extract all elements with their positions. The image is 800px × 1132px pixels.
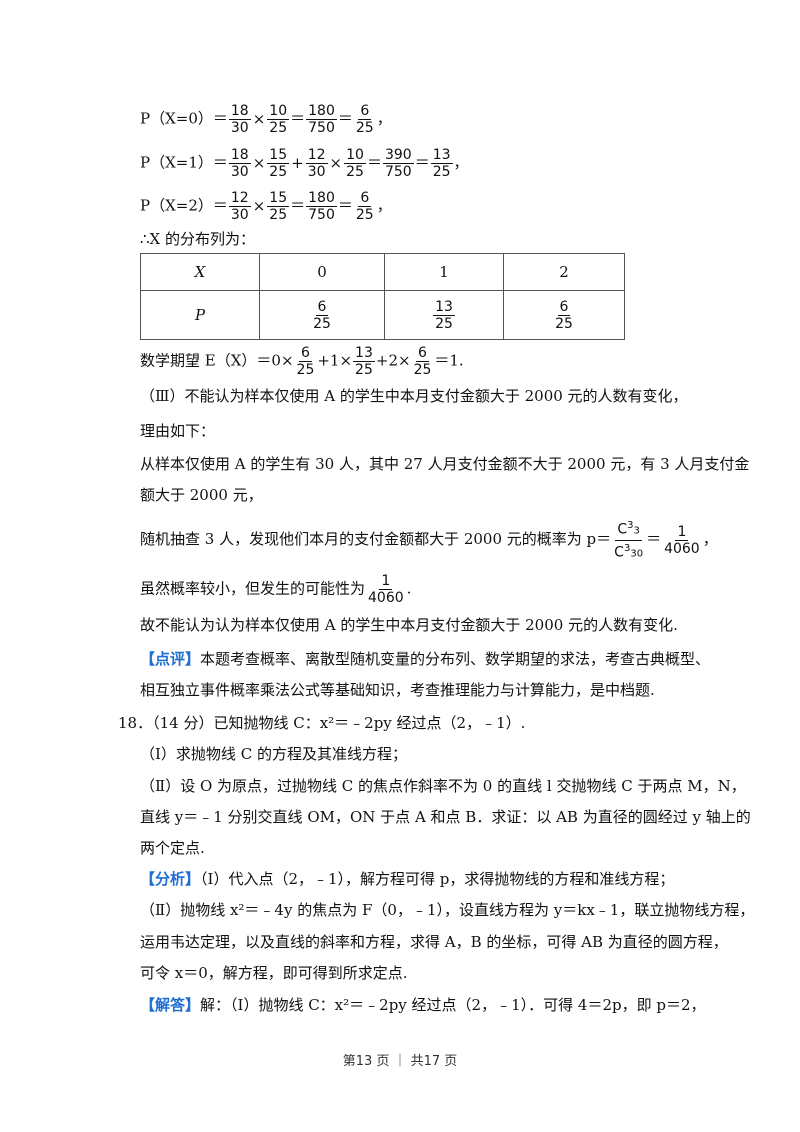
analysis-line-3: 运用韦达定理，以及直线的斜率和方程，求得 A，B 的坐标，可得 AB 为直径的圆… (140, 933, 728, 951)
q18-line-4: 直线 y＝﹣1 分别交直线 OM，ON 于点 A 和点 B．求证：以 AB 为直… (140, 808, 751, 826)
part3-line-2: 理由如下： (140, 422, 216, 440)
q18-line-5: 两个定点. (140, 839, 205, 857)
distribution-intro: ∴X 的分布列为： (140, 230, 255, 248)
analysis-line-2: （Ⅱ）抛物线 x²＝﹣4y 的焦点为 F（0，﹣1），设直线方程为 y＝kx﹣1… (140, 901, 755, 919)
review-tag: 【点评】 (140, 650, 201, 668)
table-row: X 0 1 2 (140, 253, 625, 291)
table-header-x: X (140, 253, 260, 291)
q18-line-2: （Ⅰ）求抛物线 C 的方程及其准线方程； (140, 745, 407, 763)
part3-line-1: （Ⅲ）不能认为样本仅使用 A 的学生中本月支付金额大于 2000 元的人数有变化… (140, 387, 688, 405)
review-line-2: 相互独立事件概率乘法公式等基础知识，考查推理能力与计算能力，是中档题. (140, 681, 655, 699)
q18-line-3: （Ⅱ）设 O 为原点，过抛物线 C 的焦点作斜率不为 0 的直线 l 交抛物线 … (140, 777, 746, 795)
analysis-line-1: 【分析】（Ⅰ）代入点（2，﹣1），解方程可得 p，求得抛物线的方程和准线方程； (140, 870, 675, 888)
table-header: 1 (384, 253, 504, 291)
analysis-tag: 【分析】 (140, 870, 201, 888)
table-header: 0 (259, 253, 385, 291)
part3-line-5: 随机抽查 3 人，发现他们本月的支付金额都大于 2000 元的概率为 p＝C33… (140, 520, 718, 561)
table-header: 2 (503, 253, 625, 291)
part3-line-4: 额大于 2000 元， (140, 486, 263, 504)
q18-line-1: 18．（14 分）已知抛物线 C：x²＝﹣2py 经过点（2，﹣1）. (118, 714, 526, 732)
part3-line-7: 故不能认为认为样本仅使用 A 的学生中本月支付金额大于 2000 元的人数有变化… (140, 616, 678, 634)
page-footer: 第13 页 ｜ 共17 页 (342, 1054, 458, 1069)
solution-line-1: 【解答】解：（Ⅰ）抛物线 C：x²＝﹣2py 经过点（2，﹣1）．可得 4＝2p… (140, 996, 706, 1014)
part3-line-3: 从样本仅使用 A 的学生有 30 人，其中 27 人月支付金额不大于 2000 … (140, 455, 750, 473)
review-line-1: 【点评】本题考查概率、离散型随机变量的分布列、数学期望的求法，考查古典概型、 (140, 650, 711, 668)
table-row-label: P (140, 290, 260, 340)
analysis-line-4: 可令 x＝0，解方程，即可得到所求定点. (140, 964, 408, 982)
solution-tag: 【解答】 (140, 996, 201, 1014)
